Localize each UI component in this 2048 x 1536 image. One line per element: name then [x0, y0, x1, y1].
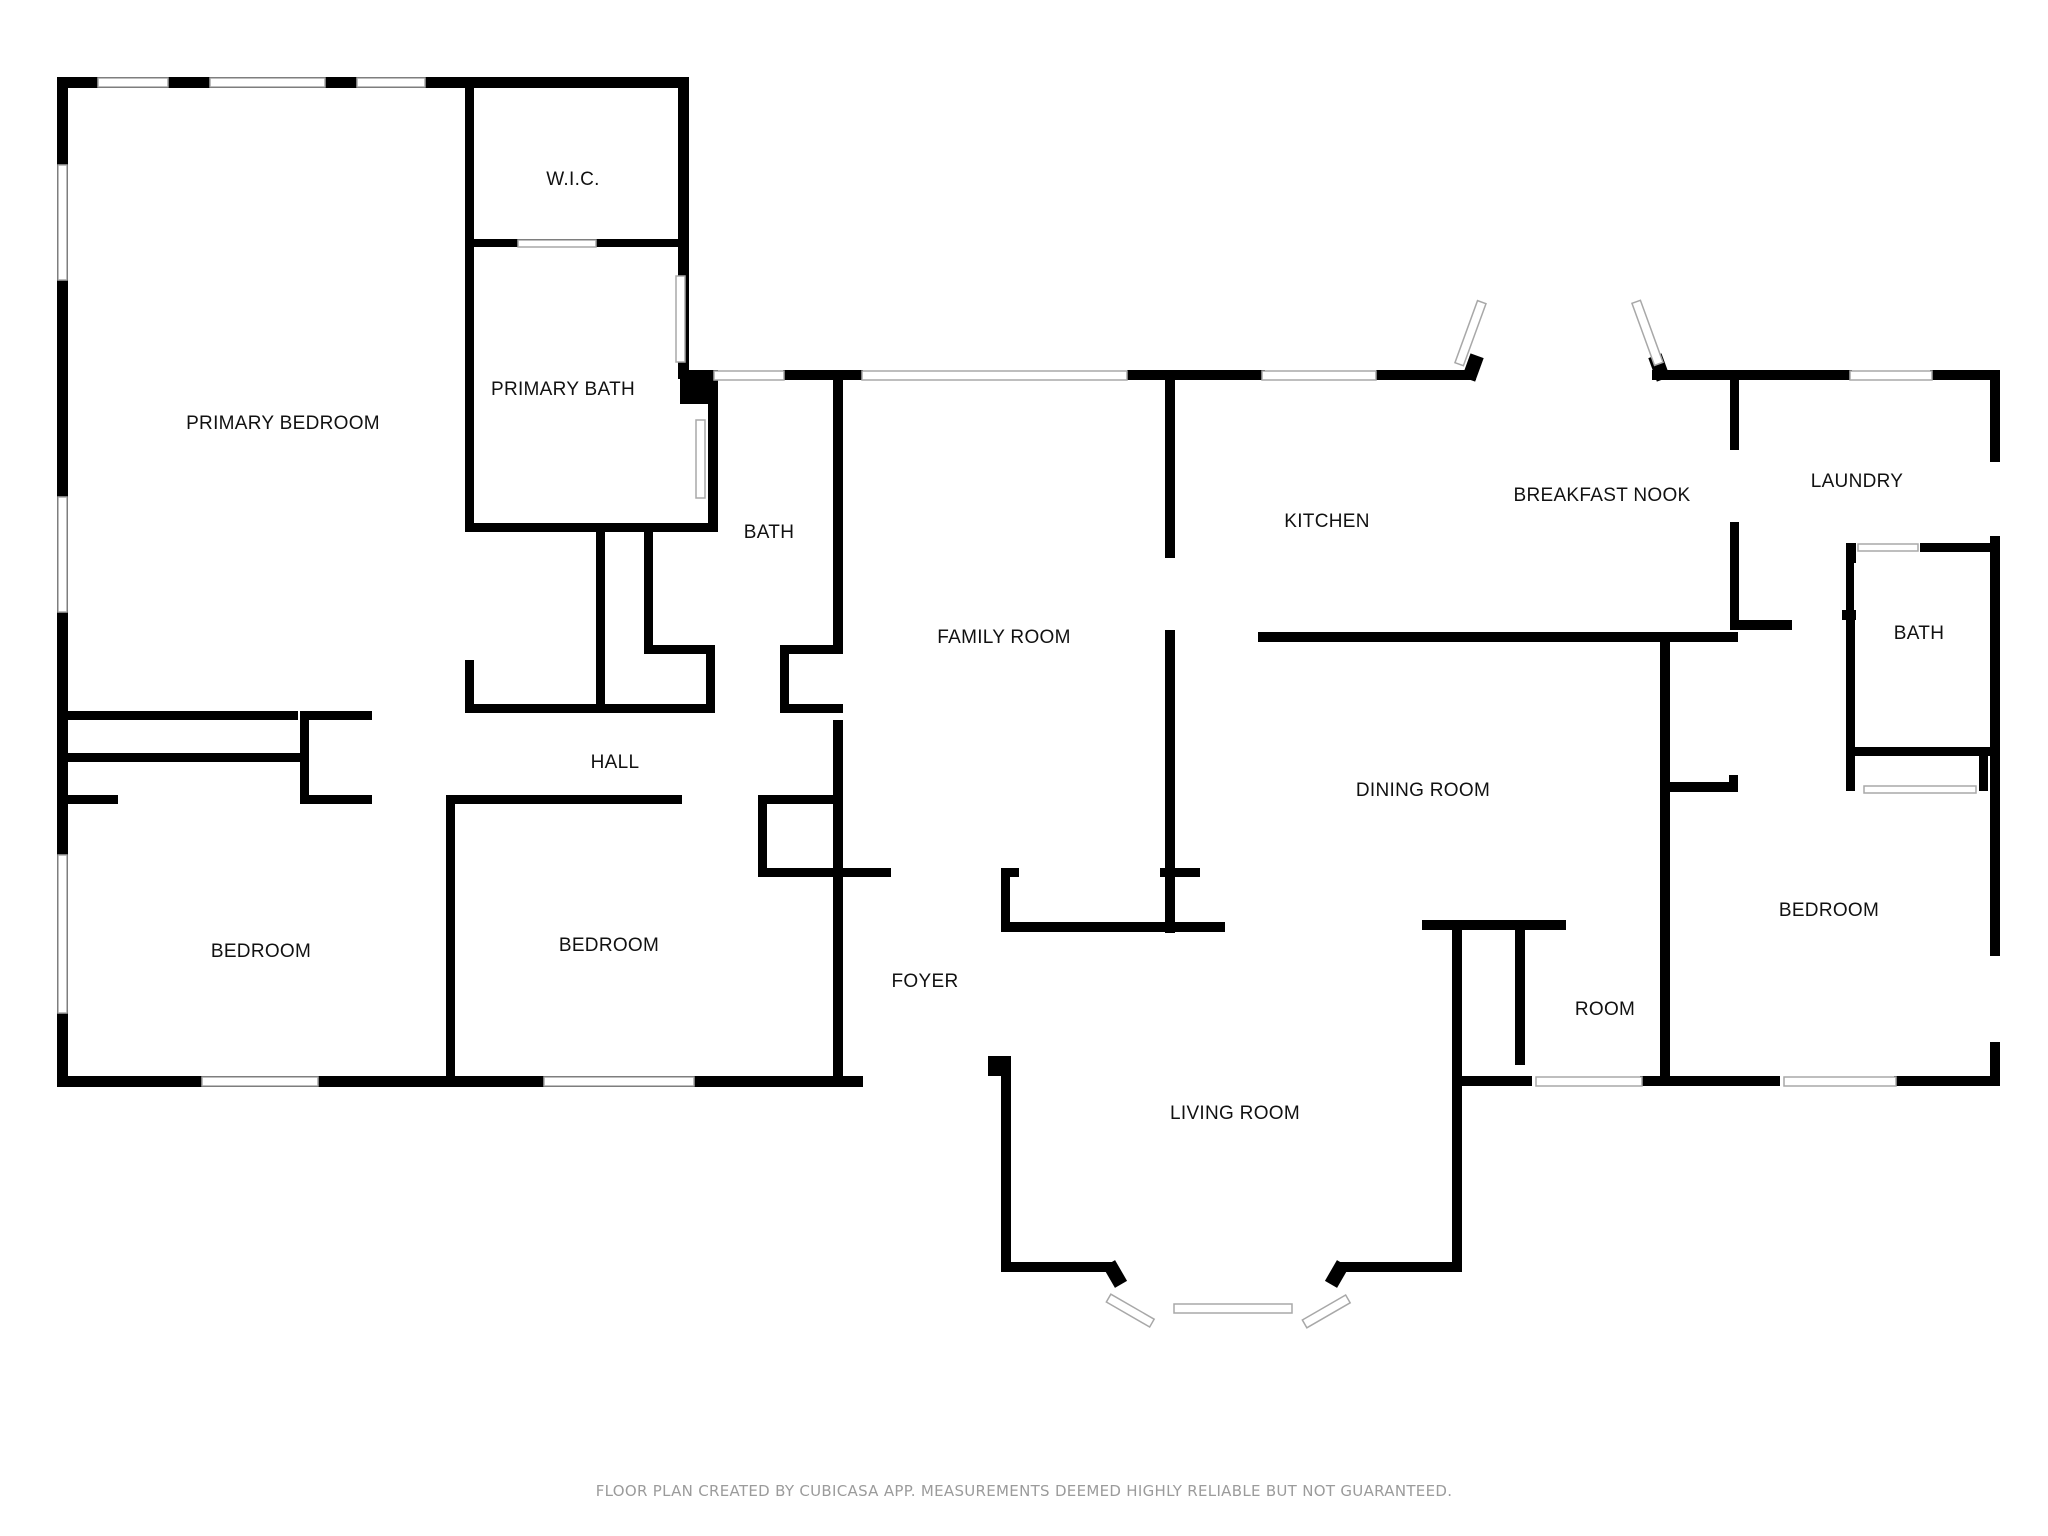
footer-disclaimer: FLOOR PLAN CREATED BY CUBICASA APP. MEAS… — [595, 1482, 1453, 1500]
label-dining-room: DINING ROOM — [1356, 780, 1490, 801]
label-primary-bath: PRIMARY BATH — [491, 379, 635, 400]
label-bedroom-left: BEDROOM — [211, 941, 311, 962]
label-living-room: LIVING ROOM — [1170, 1103, 1300, 1124]
label-bath-right: BATH — [1894, 623, 1944, 644]
label-bedroom-middle: BEDROOM — [559, 935, 659, 956]
label-wic: W.I.C. — [546, 169, 600, 190]
label-room: ROOM — [1575, 999, 1635, 1020]
walls — [57, 77, 2000, 1288]
label-hall: HALL — [591, 752, 640, 773]
windows — [57, 77, 1977, 1329]
label-laundry: LAUNDRY — [1811, 471, 1904, 492]
label-kitchen: KITCHEN — [1284, 511, 1370, 532]
label-foyer: FOYER — [892, 971, 959, 992]
label-primary-bedroom: PRIMARY BEDROOM — [186, 413, 380, 434]
label-bedroom-right: BEDROOM — [1779, 900, 1879, 921]
room-labels: PRIMARY BEDROOM W.I.C. PRIMARY BATH BATH… — [186, 169, 1944, 1124]
label-breakfast-nook: BREAKFAST NOOK — [1513, 485, 1690, 506]
label-bath-center: BATH — [744, 522, 794, 543]
label-family-room: FAMILY ROOM — [937, 627, 1071, 648]
